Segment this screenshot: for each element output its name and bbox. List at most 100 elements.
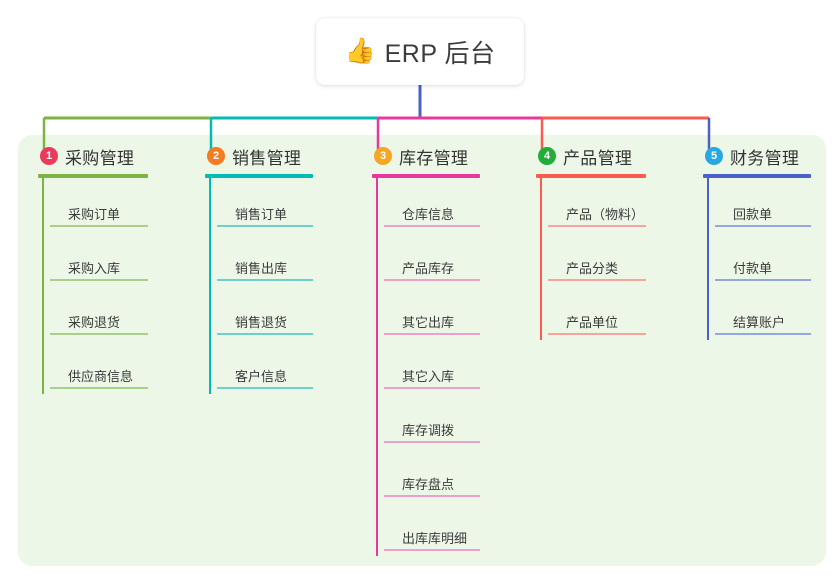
branch-child-label: 销售订单 xyxy=(235,207,288,222)
branch-child-item[interactable]: 仓库信息 xyxy=(384,178,480,232)
thumbs-up-icon: 👍 xyxy=(344,37,376,65)
branch-child-rule xyxy=(384,279,480,281)
branch-child-item[interactable]: 销售订单 xyxy=(217,178,313,232)
branch-child-rule xyxy=(384,333,480,335)
branch-child-label: 回款单 xyxy=(733,207,773,222)
branch-child-rule xyxy=(50,225,148,227)
branch-child-item[interactable]: 付款单 xyxy=(715,232,811,286)
root-node[interactable]: 👍 ERP 后台 xyxy=(316,18,524,85)
branch-trunk-line xyxy=(376,178,378,556)
branch-column: 2 销售管理销售订单销售出库销售退货客户信息 xyxy=(205,143,313,394)
branch-header-rule xyxy=(205,174,313,178)
branch-trunk-line xyxy=(707,178,709,340)
branch-header[interactable]: 2 销售管理 xyxy=(205,143,313,169)
branch-children: 采购订单采购入库采购退货供应商信息 xyxy=(38,178,148,394)
branch-child-rule xyxy=(548,225,646,227)
branch-header-rule xyxy=(536,174,646,178)
branch-child-label: 产品（物料） xyxy=(566,207,645,222)
branch-child-item[interactable]: 产品分类 xyxy=(548,232,646,286)
branch-child-rule xyxy=(384,225,480,227)
branch-child-item[interactable]: 采购退货 xyxy=(50,286,148,340)
branch-header-rule xyxy=(38,174,148,178)
branch-child-item[interactable]: 产品库存 xyxy=(384,232,480,286)
branch-child-rule xyxy=(384,441,480,443)
branch-number-badge: 3 xyxy=(374,147,392,165)
branch-title: 销售管理 xyxy=(232,148,302,168)
branch-header-rule xyxy=(372,174,480,178)
branch-child-label: 出库库明细 xyxy=(402,531,468,546)
branch-child-item[interactable]: 库存盘点 xyxy=(384,448,480,502)
branch-child-label: 采购退货 xyxy=(68,315,121,330)
branch-child-label: 销售出库 xyxy=(235,261,288,276)
branch-child-label: 库存调拨 xyxy=(402,423,455,438)
branch-column: 5 财务管理回款单付款单结算账户 xyxy=(703,143,811,340)
branch-child-rule xyxy=(384,495,480,497)
branch-trunk-line xyxy=(42,178,44,394)
branch-child-rule xyxy=(217,387,313,389)
branch-trunk-line xyxy=(540,178,542,340)
branch-child-label: 供应商信息 xyxy=(68,369,134,384)
branch-child-rule xyxy=(715,333,811,335)
branch-header[interactable]: 5 财务管理 xyxy=(703,143,811,169)
branch-child-rule xyxy=(384,549,480,551)
branch-child-rule xyxy=(384,387,480,389)
root-title: ERP 后台 xyxy=(384,39,496,68)
branch-child-label: 仓库信息 xyxy=(402,207,455,222)
branch-child-label: 结算账户 xyxy=(733,315,786,330)
branch-child-item[interactable]: 产品（物料） xyxy=(548,178,646,232)
branch-children: 销售订单销售出库销售退货客户信息 xyxy=(205,178,313,394)
branch-number-badge: 1 xyxy=(40,147,58,165)
branch-child-label: 采购订单 xyxy=(68,207,121,222)
branch-title: 采购管理 xyxy=(65,148,135,168)
branch-child-item[interactable]: 产品单位 xyxy=(548,286,646,340)
branch-number-badge: 5 xyxy=(705,147,723,165)
branch-child-rule xyxy=(217,333,313,335)
branch-child-item[interactable]: 供应商信息 xyxy=(50,340,148,394)
branch-child-rule xyxy=(548,333,646,335)
branch-child-label: 客户信息 xyxy=(235,369,288,384)
branch-child-label: 库存盘点 xyxy=(402,477,455,492)
branch-child-item[interactable]: 销售退货 xyxy=(217,286,313,340)
branch-child-label: 销售退货 xyxy=(235,315,288,330)
branch-header[interactable]: 1 采购管理 xyxy=(38,143,148,169)
branch-number-badge: 4 xyxy=(538,147,556,165)
branch-child-item[interactable]: 采购订单 xyxy=(50,178,148,232)
branch-child-rule xyxy=(50,279,148,281)
branch-child-item[interactable]: 销售出库 xyxy=(217,232,313,286)
branch-children: 产品（物料） 产品分类产品单位 xyxy=(536,178,646,340)
branch-child-label: 其它出库 xyxy=(402,315,455,330)
branch-child-rule xyxy=(50,333,148,335)
branch-child-item[interactable]: 客户信息 xyxy=(217,340,313,394)
branch-children: 仓库信息产品库存其它出库其它入库库存调拨库存盘点出库库明细 xyxy=(372,178,480,556)
branch-child-label: 采购入库 xyxy=(68,261,121,276)
branch-child-rule xyxy=(217,225,313,227)
branch-header[interactable]: 4 产品管理 xyxy=(536,143,646,169)
branch-child-label: 产品库存 xyxy=(402,261,455,276)
branch-child-label: 产品分类 xyxy=(566,261,619,276)
branch-title: 财务管理 xyxy=(730,148,800,168)
branch-title: 产品管理 xyxy=(563,148,633,168)
branch-child-label: 付款单 xyxy=(733,261,773,276)
branch-child-item[interactable]: 其它出库 xyxy=(384,286,480,340)
branch-child-rule xyxy=(715,225,811,227)
branch-child-item[interactable]: 出库库明细 xyxy=(384,502,480,556)
branch-child-rule xyxy=(715,279,811,281)
branch-number-badge: 2 xyxy=(207,147,225,165)
branch-trunk-line xyxy=(209,178,211,394)
branch-column: 4 产品管理产品（物料） 产品分类产品单位 xyxy=(536,143,646,340)
diagram-panel xyxy=(18,135,826,566)
branch-child-item[interactable]: 回款单 xyxy=(715,178,811,232)
branch-child-item[interactable]: 采购入库 xyxy=(50,232,148,286)
branch-child-item[interactable]: 其它入库 xyxy=(384,340,480,394)
branch-child-item[interactable]: 结算账户 xyxy=(715,286,811,340)
branch-child-label: 产品单位 xyxy=(566,315,619,330)
branch-children: 回款单付款单结算账户 xyxy=(703,178,811,340)
branch-child-rule xyxy=(548,279,646,281)
branch-header-rule xyxy=(703,174,811,178)
branch-child-item[interactable]: 库存调拨 xyxy=(384,394,480,448)
branch-column: 1 采购管理采购订单采购入库采购退货供应商信息 xyxy=(38,143,148,394)
branch-child-label: 其它入库 xyxy=(402,369,455,384)
branch-child-rule xyxy=(217,279,313,281)
